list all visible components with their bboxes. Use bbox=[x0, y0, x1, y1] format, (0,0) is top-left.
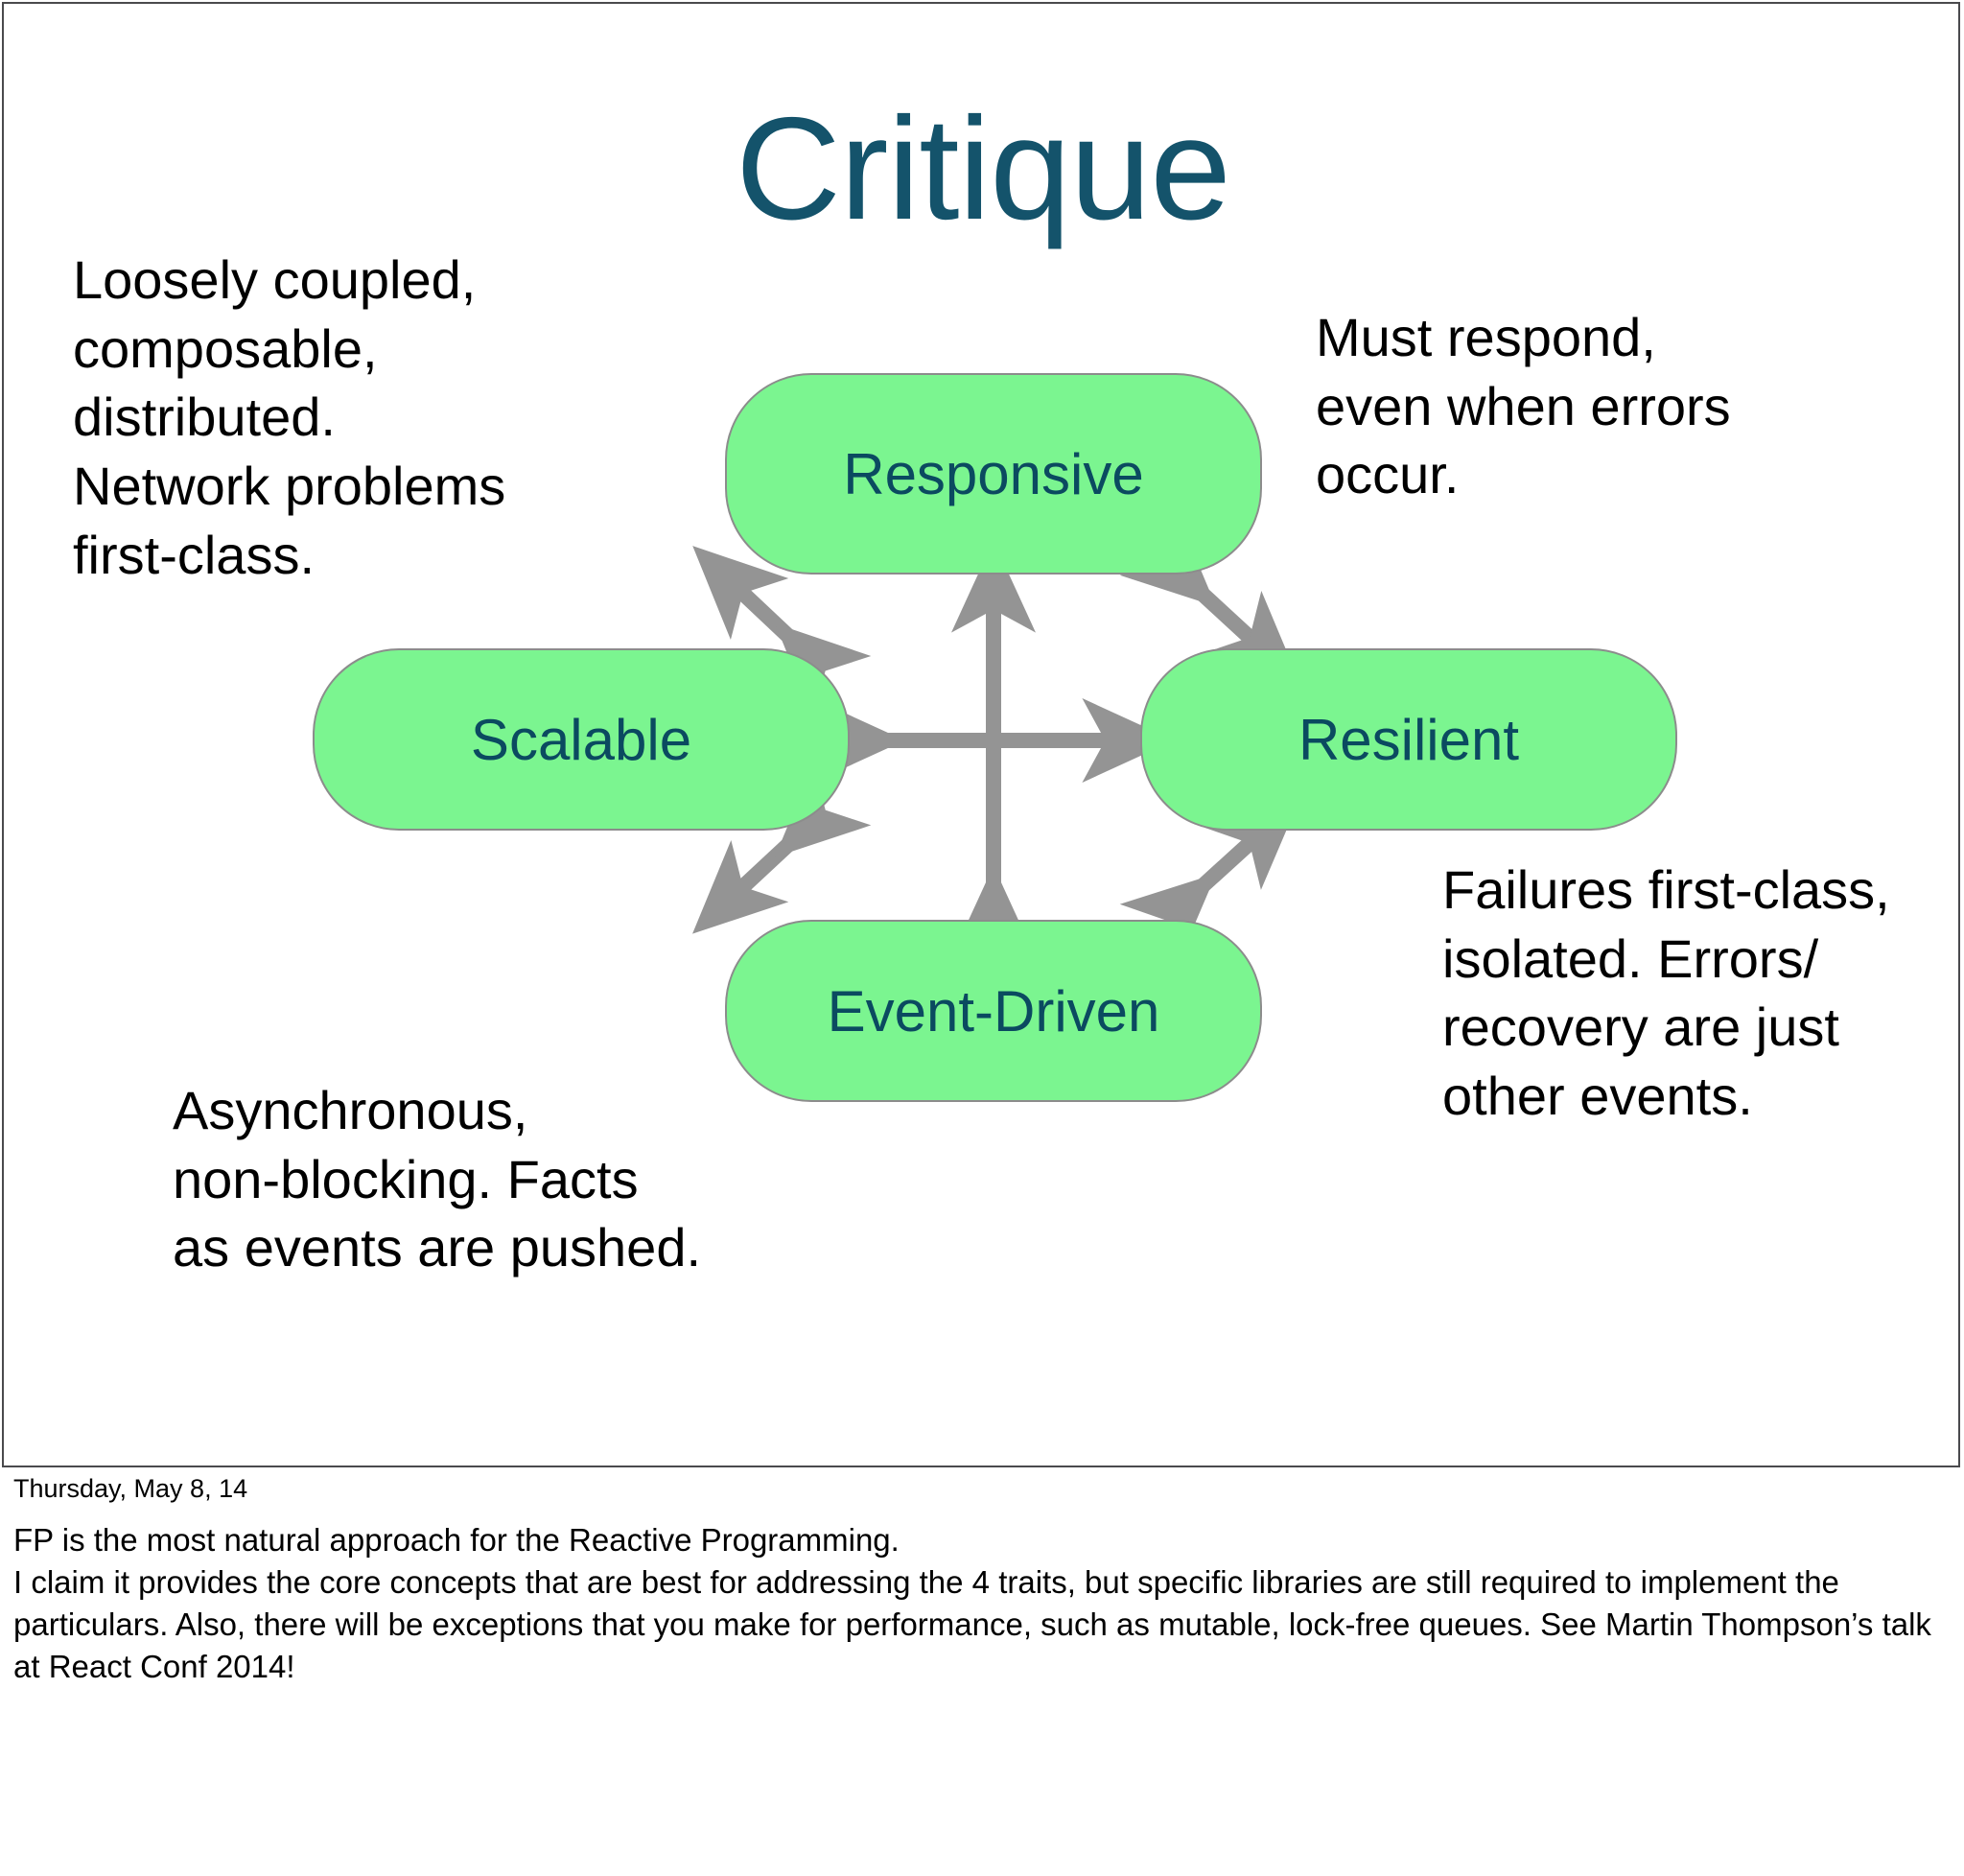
node-responsive[interactable]: Responsive bbox=[725, 373, 1262, 575]
slide-frame: Critique Loosely coupled, composable, di… bbox=[2, 2, 1960, 1467]
arrow-responsive-resilient bbox=[1119, 513, 1301, 685]
arrow-scalable-responsive bbox=[692, 546, 872, 718]
arrow-eventdriven-resilient bbox=[1119, 796, 1301, 967]
page-title: Critique bbox=[736, 87, 1231, 250]
slide-footer: Thursday, May 8, 14 FP is the most natur… bbox=[0, 1473, 1964, 1689]
annotation-bottom-right: Failures first-class, isolated. Errors/ … bbox=[1442, 859, 1890, 1127]
footer-date: Thursday, May 8, 14 bbox=[13, 1474, 248, 1503]
node-responsive-label: Responsive bbox=[843, 441, 1144, 506]
annotation-top-left: Loosely coupled, composable, distributed… bbox=[73, 249, 506, 585]
arrow-scalable-eventdriven bbox=[692, 763, 872, 934]
node-resilient-label: Resilient bbox=[1298, 707, 1520, 772]
node-resilient[interactable]: Resilient bbox=[1140, 648, 1677, 831]
node-scalable-label: Scalable bbox=[470, 707, 692, 772]
node-event-driven[interactable]: Event-Driven bbox=[725, 920, 1262, 1102]
annotation-top-right: Must respond, even when errors occur. bbox=[1316, 307, 1731, 505]
footer-note-line-2: I claim it provides the core concepts th… bbox=[13, 1563, 1931, 1685]
annotation-bottom-left: Asynchronous, non-blocking. Facts as eve… bbox=[173, 1080, 702, 1278]
node-event-driven-label: Event-Driven bbox=[827, 978, 1160, 1044]
node-scalable[interactable]: Scalable bbox=[313, 648, 850, 831]
footer-note-line-1: FP is the most natural approach for the … bbox=[13, 1521, 900, 1558]
